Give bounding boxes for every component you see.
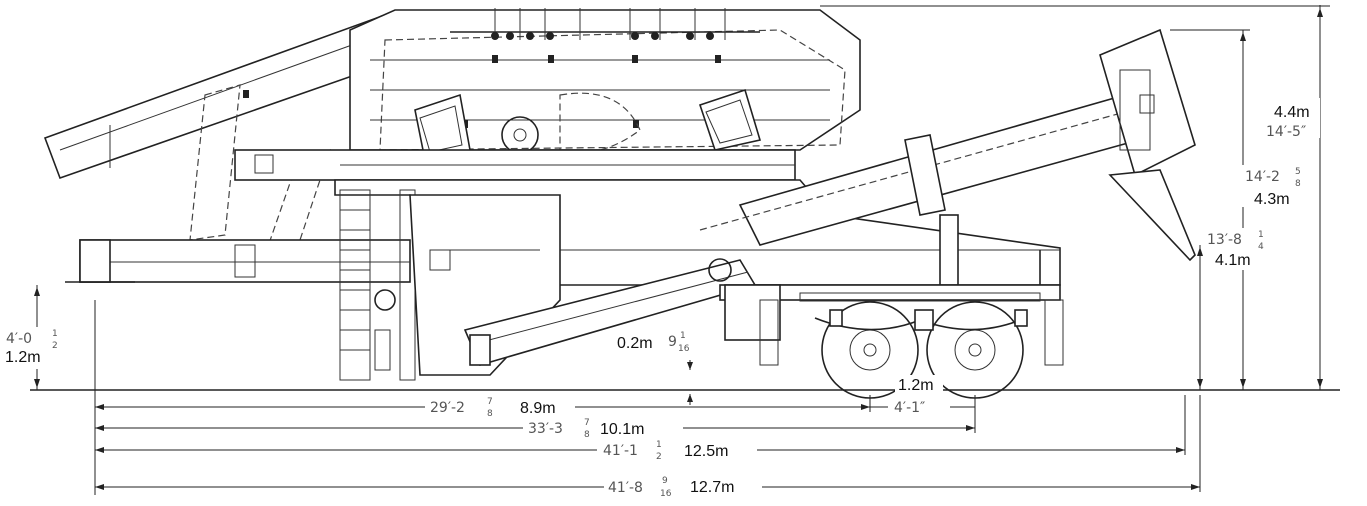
dim-axle-spacing: 1.2m 4′-1″ — [888, 375, 950, 416]
ground-clearance-imperial: 9 — [668, 334, 677, 350]
dim-overall-height: 4.4m 14′-5″ — [1266, 98, 1320, 140]
length-2-metric: 10.1m — [600, 421, 644, 438]
height-3-imperial: 13′-8 — [1207, 232, 1242, 248]
dim-length-1: 29′-2 7 8 8.9m — [425, 397, 575, 419]
length-2-imperial: 33′-3 — [528, 421, 563, 437]
svg-text:16: 16 — [678, 344, 690, 354]
svg-text:8: 8 — [584, 430, 590, 440]
svg-text:7: 7 — [584, 418, 590, 428]
svg-text:2: 2 — [52, 341, 58, 351]
svg-text:1: 1 — [1258, 230, 1264, 240]
hitch-height-imperial: 4′-0 — [6, 331, 32, 347]
height-2-imperial: 14′-2 — [1245, 169, 1280, 185]
dim-ground-clearance: 0.2m 9 1 16 — [617, 331, 690, 354]
dim-length-3: 41′-1 1 2 12.5m — [597, 440, 757, 462]
svg-text:1: 1 — [52, 329, 58, 339]
length-3-metric: 12.5m — [684, 443, 728, 460]
svg-text:7: 7 — [487, 397, 493, 407]
overall-height-imperial: 14′-5″ — [1266, 124, 1306, 140]
svg-text:16: 16 — [660, 489, 672, 499]
axle-spacing-imperial: 4′-1″ — [894, 400, 925, 416]
svg-text:2: 2 — [656, 452, 662, 462]
ground-clearance-metric: 0.2m — [617, 335, 653, 352]
svg-text:1: 1 — [656, 440, 662, 450]
axle-spacing-metric: 1.2m — [898, 377, 934, 394]
dim-hitch-height: 4′-0 1 2 1.2m — [3, 327, 65, 369]
svg-text:4: 4 — [1258, 242, 1264, 252]
dim-overall-length: 41′-8 9 16 12.7m — [604, 476, 762, 499]
svg-text:9: 9 — [662, 476, 668, 486]
length-3-imperial: 41′-1 — [603, 443, 638, 459]
overall-height-metric: 4.4m — [1274, 104, 1310, 121]
dim-length-2: 33′-3 7 8 10.1m — [523, 418, 683, 440]
svg-text:8: 8 — [1295, 179, 1301, 189]
dim-height-2: 14′-2 5 8 4.3m — [1240, 165, 1301, 208]
hitch-height-metric: 1.2m — [5, 349, 41, 366]
overall-length-metric: 12.7m — [690, 479, 734, 496]
svg-text:1: 1 — [680, 331, 686, 341]
svg-text:8: 8 — [487, 409, 493, 419]
height-2-metric: 4.3m — [1254, 191, 1290, 208]
overall-length-imperial: 41′-8 — [608, 480, 643, 496]
length-1-metric: 8.9m — [520, 400, 556, 417]
length-1-imperial: 29′-2 — [430, 400, 465, 416]
dim-height-3: 13′-8 1 4 4.1m — [1205, 228, 1267, 270]
svg-text:5: 5 — [1295, 167, 1301, 177]
height-3-metric: 4.1m — [1215, 252, 1251, 269]
